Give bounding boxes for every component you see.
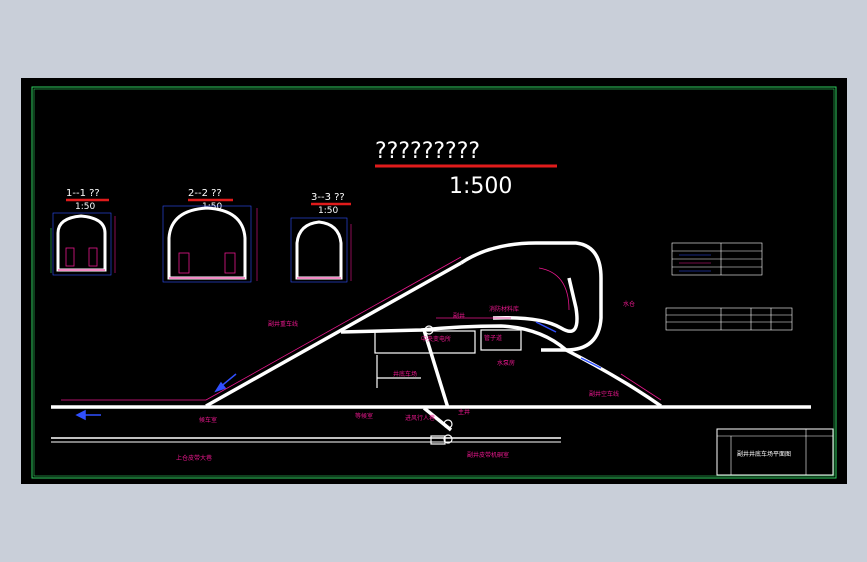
title-block-text: 副井井底车场平面图 xyxy=(737,450,791,458)
cad-viewport[interactable]: ????????? 1:500 1--1 ?? 1:50 2--2 ?? 1:5… xyxy=(21,78,847,484)
label-intake: 进风行人巷 xyxy=(405,414,435,422)
airflow-arrows xyxy=(75,321,602,421)
section-1-label: 1--1 ?? xyxy=(66,188,100,199)
section-3-label: 3--3 ?? xyxy=(311,192,345,203)
label-empty-track: 副井空车线 xyxy=(589,390,619,398)
label-heavy-track: 副井重车线 xyxy=(268,320,298,328)
inner-frame xyxy=(33,88,835,477)
annotations: 副井重车线 副井空车线 中央变电所 水泵房 水仓 管子道 候车室 井底车场 主井… xyxy=(176,300,635,462)
section-3-scale: 1:50 xyxy=(318,206,338,216)
label-pipe-way: 管子道 xyxy=(484,334,502,342)
drawing-title: ????????? xyxy=(375,139,480,164)
label-aux-shaft: 副井 xyxy=(453,312,465,320)
label-waiting: 等候室 xyxy=(355,412,373,420)
label-main-shaft: 主井 xyxy=(458,408,470,416)
legend-table-2 xyxy=(665,307,793,331)
section-1: 1--1 ?? 1:50 xyxy=(50,188,116,276)
legend-table-1 xyxy=(671,242,763,276)
label-waiting-room: 候车室 xyxy=(199,416,217,424)
label-belt-roadway: 上仓皮带大巷 xyxy=(176,454,212,462)
outer-frame xyxy=(31,86,837,479)
label-belt-chamber: 副井皮带机硐室 xyxy=(467,451,509,459)
red-guides xyxy=(61,256,662,401)
label-substation: 中央变电所 xyxy=(421,335,451,343)
cad-drawing: ????????? 1:500 1--1 ?? 1:50 2--2 ?? 1:5… xyxy=(31,86,837,479)
section-2-label: 2--2 ?? xyxy=(188,188,222,199)
drawing-scale: 1:500 xyxy=(449,174,512,199)
label-pump-room: 水泵房 xyxy=(497,359,515,367)
label-station: 井底车场 xyxy=(393,370,417,378)
section-3: 3--3 ?? 1:50 xyxy=(290,192,352,283)
track-layout xyxy=(51,241,811,443)
shaft-rooms xyxy=(374,325,522,445)
section-2: 2--2 ?? 1:50 xyxy=(162,188,258,283)
label-sump: 水仓 xyxy=(623,300,635,308)
title-block: 副井井底车场平面图 xyxy=(716,428,834,476)
section-1-scale: 1:50 xyxy=(75,202,95,212)
label-materials: 消防材料库 xyxy=(489,305,519,313)
